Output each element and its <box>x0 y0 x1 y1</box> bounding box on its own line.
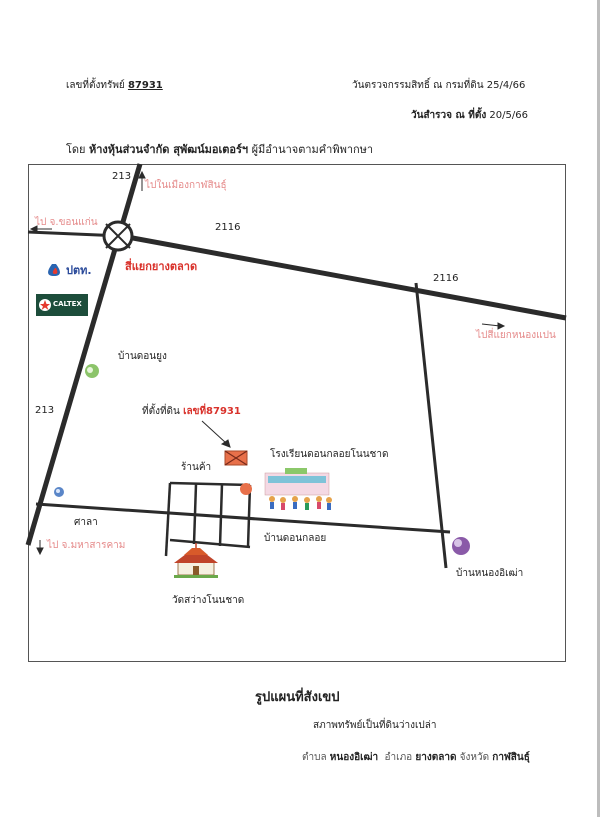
land-plot-cross-b <box>224 450 248 466</box>
label-ban-don-kloi: บ้านดอนกลอย <box>264 533 327 544</box>
tambon-label: ตำบล <box>302 752 327 763</box>
label-site-prefix: ที่ตั้งที่ดิน <box>142 406 180 417</box>
label-site-deed: เลขที่87931 <box>183 406 241 417</box>
label-road-2116-b: 2116 <box>433 273 459 284</box>
road-2116 <box>121 233 567 321</box>
label-caltex: CALTEX <box>53 300 82 308</box>
label-to-maha-sarakham: ไป จ.มหาสารคาม <box>47 540 126 551</box>
province-value: กาฬสินธุ์ <box>492 752 530 763</box>
label-ptt: ปตท. <box>66 264 92 277</box>
map-frame <box>28 164 566 662</box>
tambon-value: หนองอิเฒ่า <box>329 752 379 763</box>
label-school: โรงเรียนดอนกลอยโนนชาด <box>270 449 389 460</box>
deed-number: 87931 <box>127 80 163 91</box>
amphoe-label: อำเภอ <box>384 752 413 763</box>
label-to-kalasin-city: ไปในเมืองกาฬสินธุ์ <box>145 180 227 191</box>
caltex-logo-icon <box>36 294 88 316</box>
check-date-line: วันตรวจกรรมสิทธิ์ ณ กรมที่ดิน 25/4/66 <box>352 78 525 93</box>
survey-date: 20/5/66 <box>489 110 528 121</box>
survey-date-label: วันสำรวจ ณ ที่ตั้ง <box>411 110 487 121</box>
sala-marker-highlight <box>56 489 60 493</box>
deed-line: เลขที่ตั้งทรัพย์ 87931 <box>66 78 163 93</box>
road-to-nong-i-tao <box>414 282 448 569</box>
label-road-213-left: 213 <box>35 405 55 416</box>
amphoe-value: ยางตลาด <box>415 752 457 763</box>
by-suffix: ผู้มีอำนาจตามคำพิพากษา <box>251 143 374 156</box>
label-ban-nong-i-tao: บ้านหนองอิเฒ่า <box>456 568 524 579</box>
label-intersection: สี่แยกยางตลาด <box>125 260 198 273</box>
label-sala: ศาลา <box>74 517 98 528</box>
village-grid <box>164 481 252 557</box>
shop-marker-icon <box>240 483 252 495</box>
label-temple: วัดสว่างโนนชาด <box>172 595 245 606</box>
label-road-2116-a: 2116 <box>215 222 241 233</box>
label-shop: ร้านค้า <box>181 462 212 473</box>
ban-don-yung-marker-highlight <box>87 367 93 373</box>
survey-date-line: วันสำรวจ ณ ที่ตั้ง 20/5/66 <box>411 108 528 123</box>
check-date: 25/4/66 <box>486 80 526 91</box>
by-line: โดย ห้างหุ้นส่วนจำกัด สุพัฒน์มอเตอร์ฯ ผู… <box>66 140 373 158</box>
ptt-logo-icon <box>48 264 60 276</box>
label-to-nong-pan: ไปสี่แยกหนองแปน <box>476 330 556 341</box>
page-edge <box>597 0 600 817</box>
roundabout-cross-b <box>105 223 131 249</box>
ban-nong-i-tao-marker-highlight <box>454 539 462 547</box>
label-road-213-top: 213 <box>112 171 132 182</box>
deed-label: เลขที่ตั้งทรัพย์ <box>66 80 125 91</box>
direction-arrows <box>29 170 506 556</box>
road-don-kloi <box>35 502 451 534</box>
label-site: ที่ตั้งที่ดิน เลขที่87931 <box>142 404 241 419</box>
footer-title: รูปแผนที่สังเขป <box>255 690 340 705</box>
school-icon <box>264 468 332 510</box>
temple-icon <box>174 543 218 578</box>
footer-condition: สภาพทรัพย์เป็นที่ดินว่างเปล่า <box>313 720 437 731</box>
footer-location: ตำบล หนองอิเฒ่า อำเภอ ยางตลาด จังหวัด กา… <box>302 750 530 765</box>
province-label: จังหวัด <box>459 752 490 763</box>
ban-nong-i-tao-marker-icon <box>452 537 470 555</box>
check-date-label: วันตรวจกรรมสิทธิ์ ณ กรมที่ดิน <box>352 80 484 91</box>
label-ban-don-yung: บ้านดอนยูง <box>118 351 167 362</box>
label-to-khon-kaen: ไป จ.ขอนแก่น <box>35 217 98 228</box>
by-prefix: โดย <box>66 143 86 156</box>
caltex-star-icon <box>40 300 50 310</box>
company-name: ห้างหุ้นส่วนจำกัด สุพัฒน์มอเตอร์ฯ <box>89 143 249 156</box>
